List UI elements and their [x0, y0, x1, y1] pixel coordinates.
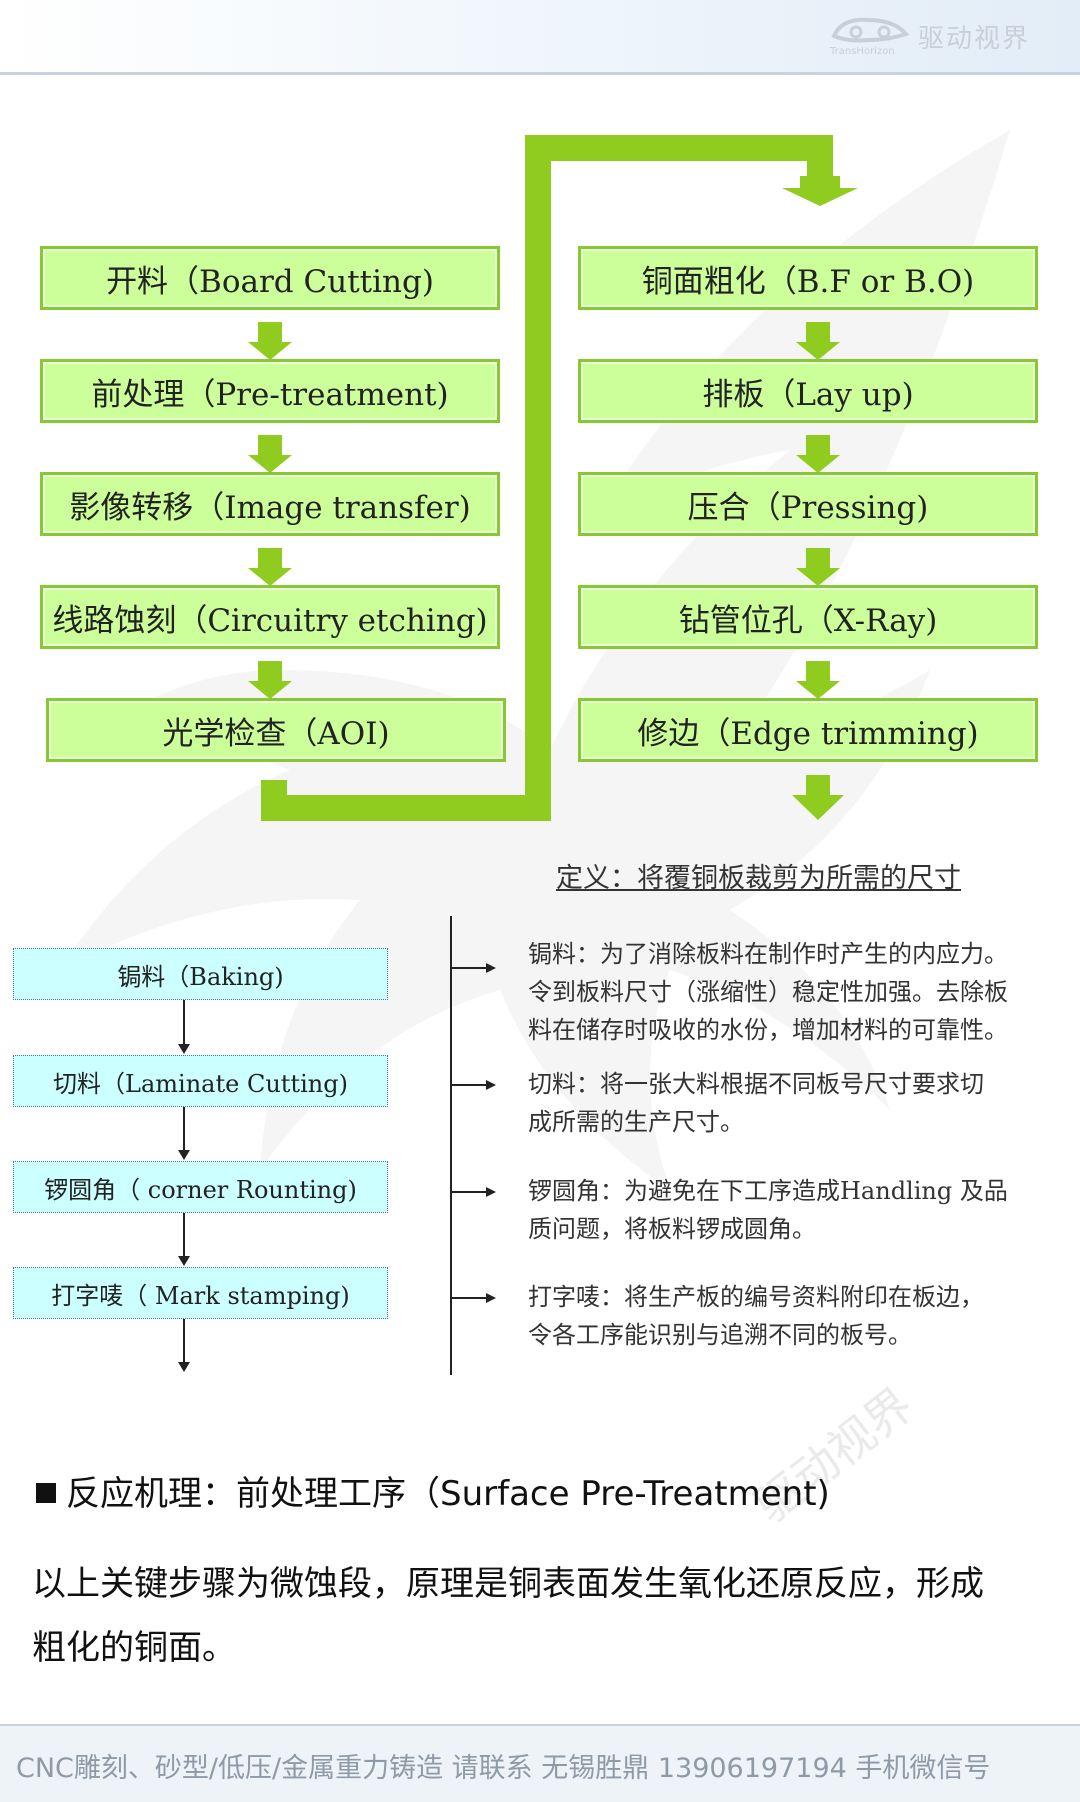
- right-arrow-icon: [486, 1293, 496, 1303]
- flow-step-board-cutting: 开料（Board Cutting): [40, 246, 500, 310]
- down-arrow-icon: [178, 1150, 190, 1160]
- desc-line: 质问题，将板料锣成圆角。: [528, 1210, 1068, 1248]
- desc-line: 令到板料尺寸（涨缩性）稳定性加强。去除板: [528, 973, 1068, 1011]
- flow-step-bf-bo: 铜面粗化（B.F or B.O): [578, 246, 1038, 310]
- down-arrow-icon: [178, 1256, 190, 1266]
- footer-bar: CNC雕刻、砂型/低压/金属重力铸造 请联系 无锡胜鼎 13906197194 …: [0, 1724, 1080, 1802]
- flow-step-x-ray: 钻管位孔（X-Ray): [578, 585, 1038, 649]
- flow-step-pressing: 压合（Pressing): [578, 472, 1038, 536]
- desc-line: 成所需的生产尺寸。: [528, 1103, 1068, 1141]
- cutting-step-baking: 锔料（Baking): [13, 948, 388, 1000]
- down-arrow-icon: [248, 548, 292, 586]
- right-arrow-icon: [486, 1187, 496, 1197]
- right-arrow-icon: [486, 963, 496, 973]
- desc-line: 打字唛：将生产板的编号资料附印在板边，: [528, 1278, 1068, 1316]
- down-arrow-icon: [248, 322, 292, 360]
- desc-line: 令各工序能识别与追溯不同的板号。: [528, 1316, 1068, 1354]
- down-arrow-icon: [796, 548, 840, 586]
- square-bullet-icon: [36, 1483, 56, 1503]
- flow-step-edge-trimming: 修边（Edge trimming): [578, 698, 1038, 762]
- down-arrow-icon: [792, 775, 844, 820]
- section-heading: 反应机理：前处理工序（Surface Pre-Treatment): [36, 1466, 830, 1515]
- desc-line: 锔料：为了消除板料在制作时产生的内应力。: [528, 935, 1068, 973]
- body-line: 粗化的铜面。: [32, 1616, 1052, 1680]
- definition-title: 定义：将覆铜板裁剪为所需的尺寸: [556, 856, 961, 895]
- body-line: 以上关键步骤为微蚀段，原理是铜表面发生氧化还原反应，形成: [32, 1552, 1052, 1616]
- cutting-step-corner-rounting: 锣圆角（ corner Rounting): [13, 1161, 388, 1213]
- flow-step-image-transfer: 影像转移（Image transfer): [40, 472, 500, 536]
- desc-baking: 锔料：为了消除板料在制作时产生的内应力。 令到板料尺寸（涨缩性）稳定性加强。去除…: [528, 935, 1068, 1049]
- down-arrow-icon: [796, 322, 840, 360]
- header-bar: 驱动视界 TransHorizon: [0, 0, 1080, 75]
- section-heading-text: 反应机理：前处理工序（Surface Pre-Treatment): [66, 1474, 830, 1514]
- flow-step-aoi: 光学检查（AOI): [46, 698, 506, 762]
- desc-corner-rounting: 锣圆角：为避免在下工序造成Handling 及品 质问题，将板料锣成圆角。: [528, 1172, 1068, 1248]
- desc-line: 料在储存时吸收的水份，增加材料的可靠性。: [528, 1011, 1068, 1049]
- brand-logo: 驱动视界 TransHorizon: [826, 12, 1056, 62]
- down-arrow-icon: [796, 435, 840, 473]
- down-arrow-icon: [178, 1362, 190, 1372]
- flow-step-pre-treatment: 前处理（Pre-treatment): [40, 359, 500, 423]
- body-paragraph: 以上关键步骤为微蚀段，原理是铜表面发生氧化还原反应，形成 粗化的铜面。: [32, 1552, 1052, 1680]
- car-logo-icon: [828, 12, 912, 48]
- footer-contact-text: CNC雕刻、砂型/低压/金属重力铸造 请联系 无锡胜鼎 13906197194 …: [16, 1746, 990, 1785]
- down-arrow-icon: [796, 661, 840, 699]
- desc-line: 锣圆角：为避免在下工序造成Handling 及品: [528, 1172, 1068, 1210]
- desc-laminate-cutting: 切料：将一张大料根据不同板号尺寸要求切 成所需的生产尺寸。: [528, 1065, 1068, 1141]
- down-arrow-icon: [248, 435, 292, 473]
- cutting-step-laminate-cutting: 切料（Laminate Cutting): [13, 1055, 388, 1107]
- cutting-step-mark-stamping: 打字唛（ Mark stamping): [13, 1267, 388, 1319]
- right-arrow-icon: [486, 1080, 496, 1090]
- desc-line: 切料：将一张大料根据不同板号尺寸要求切: [528, 1065, 1068, 1103]
- flow-step-circuitry-etching: 线路蚀刻（Circuitry etching): [40, 585, 500, 649]
- desc-mark-stamping: 打字唛：将生产板的编号资料附印在板边， 令各工序能识别与追溯不同的板号。: [528, 1278, 1068, 1354]
- down-arrow-icon: [248, 661, 292, 699]
- brand-name-cn: 驱动视界: [918, 18, 1030, 55]
- down-arrow-icon: [178, 1044, 190, 1054]
- flow-step-lay-up: 排板（Lay up): [578, 359, 1038, 423]
- brand-name-en: TransHorizon: [830, 46, 895, 57]
- down-arrow-icon: [782, 176, 858, 206]
